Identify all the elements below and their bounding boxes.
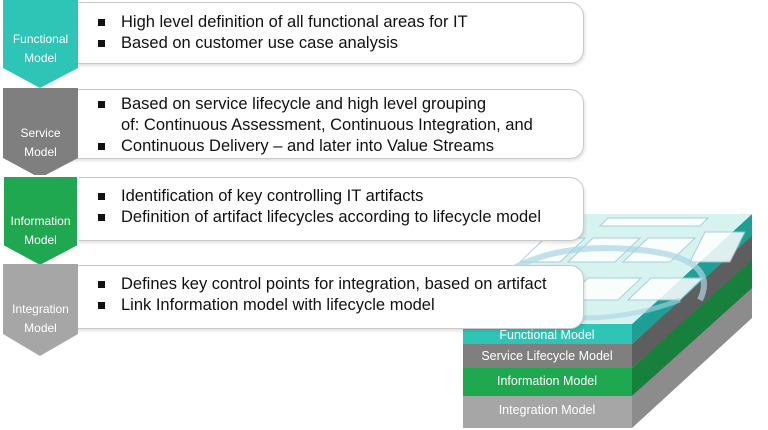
chevron-label-line1: Service (20, 126, 61, 140)
stack-layer-functional: Functional Model (499, 328, 595, 342)
integration-bullets: Defines key control points for integrati… (96, 274, 547, 316)
chevron-label-line2: Model (24, 145, 57, 159)
chevron-label-line2: Model (24, 321, 57, 335)
information-bullets: Identification of key controlling IT art… (96, 186, 541, 228)
row-box-integration (40, 265, 584, 329)
bullet-item: Based on service lifecycle and high leve… (96, 94, 533, 115)
chevron-label-line2: Model (24, 233, 57, 247)
stack-layer-information: Information Model (496, 374, 598, 388)
chevron-label-line1: Information (10, 214, 71, 228)
chevron-label-line2: Model (24, 51, 57, 65)
stack-layer-integration: Integration Model (498, 403, 596, 417)
bullet-item: Defines key control points for integrati… (96, 274, 547, 295)
bullet-item: Based on customer use case analysis (96, 33, 468, 54)
bullet-item-continuation: of: Continuous Assessment, Continuous In… (121, 116, 533, 134)
bullet-item: Definition of artifact lifecycles accord… (96, 207, 541, 228)
chevron-label-line1: Functional (12, 32, 69, 46)
row-box-information (40, 177, 584, 241)
functional-bullets: High level definition of all functional … (96, 12, 468, 54)
chevron-label-line1: Integration (12, 302, 69, 316)
bullet-item: Identification of key controlling IT art… (96, 186, 541, 207)
row-box-service (40, 89, 584, 159)
row-box-functional (40, 2, 584, 64)
stack-layer-service: Service Lifecycle Model (481, 349, 613, 363)
bullet-item: High level definition of all functional … (96, 12, 468, 33)
service-bullets: Based on service lifecycle and high leve… (96, 94, 533, 157)
bullet-item: Continuous Delivery – and later into Val… (96, 136, 533, 157)
bullet-item: Link Information model with lifecycle mo… (96, 295, 547, 316)
